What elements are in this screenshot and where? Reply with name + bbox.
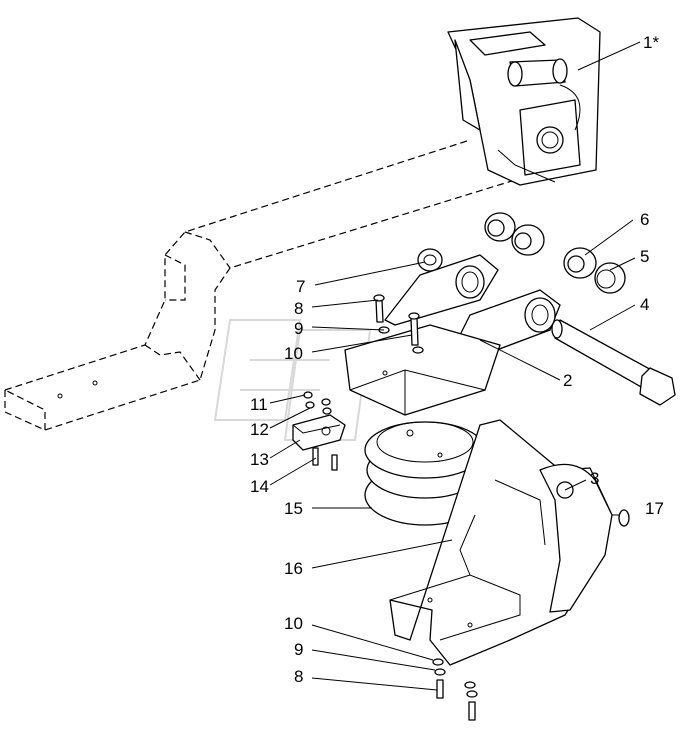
ring-part-17 — [618, 509, 630, 527]
callout-10-lower: 10 — [284, 614, 303, 633]
callout-8-lower: 8 — [294, 667, 303, 686]
frame-bracket-part-1 — [447, 17, 601, 186]
callout-12: 12 — [250, 420, 269, 439]
callout-10-upper: 10 — [284, 344, 303, 363]
leader-lines — [269, 41, 641, 691]
callout-11: 11 — [250, 395, 268, 414]
callout-5: 5 — [640, 247, 649, 266]
callout-17: 17 — [645, 499, 664, 518]
watermark — [213, 319, 372, 441]
through-bolt-part-4 — [551, 319, 676, 406]
callout-7: 7 — [296, 277, 305, 296]
callout-9-upper: 9 — [294, 319, 303, 338]
callout-13: 13 — [250, 450, 269, 469]
lower-bracket-part-3 — [389, 419, 613, 666]
upper-hardware — [292, 294, 424, 471]
callout-8-upper: 8 — [294, 299, 303, 318]
frame-rail — [4, 139, 516, 431]
callout-1: 1* — [643, 33, 659, 52]
callout-15: 15 — [284, 499, 303, 518]
callout-14: 14 — [250, 477, 269, 496]
callout-9-lower: 9 — [294, 640, 303, 659]
callout-4: 4 — [640, 295, 649, 314]
callout-3: 3 — [590, 469, 599, 488]
lower-hardware — [432, 658, 478, 721]
callout-16: 16 — [284, 559, 303, 578]
callout-labels: 1* 2 3 4 5 6 7 8 9 10 11 12 13 14 15 16 … — [250, 33, 664, 686]
callout-6: 6 — [640, 210, 649, 229]
air-spring-part-15 — [364, 421, 486, 526]
bushing-set — [417, 212, 626, 294]
callout-2: 2 — [563, 371, 572, 390]
upper-arm-part-2 — [344, 254, 561, 416]
